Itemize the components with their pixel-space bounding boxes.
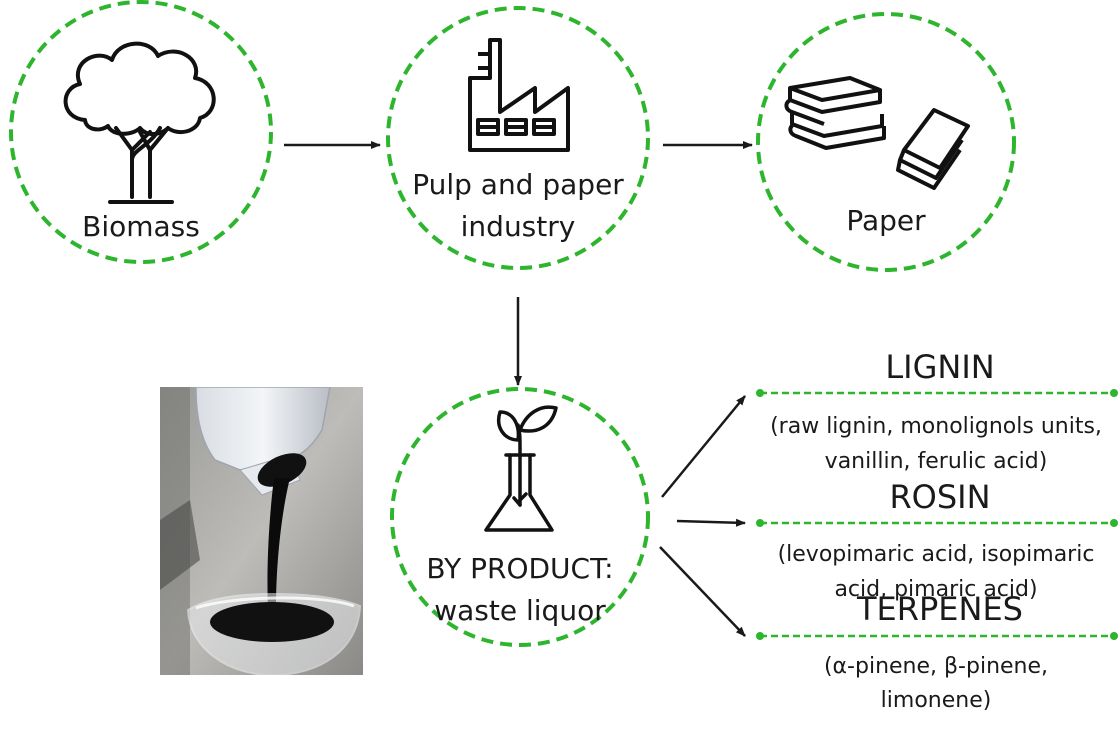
rosin-desc-line1: (levopimaric acid, isopimaric xyxy=(778,542,1095,567)
biomass-node: Biomass xyxy=(9,0,273,264)
rosin-title: ROSIN xyxy=(889,478,990,516)
lignin-title: LIGNIN xyxy=(885,348,994,386)
arrow-to-rosin xyxy=(676,518,746,527)
terpenes-title: TERPENES xyxy=(856,590,1023,628)
industry-circle xyxy=(386,6,650,270)
rosin-line-dot xyxy=(756,519,764,527)
arrow-to-lignin xyxy=(661,395,746,498)
byproduct-node: BY PRODUCT: waste liquor xyxy=(390,387,650,647)
terpenes-desc-line2: limonene) xyxy=(881,688,992,713)
byproduct-label-line2: waste liquor xyxy=(434,594,606,627)
terpenes-line-dot xyxy=(756,632,764,640)
lignin-desc-line2: vanillin, ferulic acid) xyxy=(825,449,1048,474)
product-terpenes: TERPENES (α-pinene, β-pinene, limonene) xyxy=(824,590,1048,713)
factory-icon xyxy=(468,38,570,152)
paper-circle xyxy=(756,12,1016,272)
books-and-paper-icon xyxy=(784,76,970,190)
tree-icon xyxy=(63,41,216,204)
biomass-label: Biomass xyxy=(82,210,200,243)
biomass-circle xyxy=(9,0,273,264)
pouring-black-liquor-photo xyxy=(160,387,363,675)
rosin-desc-line2: acid, pimaric acid) xyxy=(834,577,1037,602)
industry-label-line2: industry xyxy=(461,210,576,243)
product-lines xyxy=(756,389,1118,640)
lignin-line-dot xyxy=(756,389,764,397)
industry-label-line1: Pulp and paper xyxy=(412,168,624,201)
product-lignin: LIGNIN (raw lignin, monolignols units, v… xyxy=(770,348,1102,474)
industry-node: Pulp and paper industry xyxy=(386,6,650,270)
arrow-to-terpenes xyxy=(659,546,746,637)
product-rosin: ROSIN (levopimaric acid, isopimaric acid… xyxy=(778,478,1095,602)
byproduct-circle xyxy=(390,387,650,647)
terpenes-desc-line1: (α-pinene, β-pinene, xyxy=(824,654,1048,679)
terpenes-line-end-dot xyxy=(1110,632,1118,640)
rosin-line-end-dot xyxy=(1110,519,1118,527)
paper-label: Paper xyxy=(846,204,926,237)
arrows xyxy=(284,141,753,637)
lignin-desc-line1: (raw lignin, monolignols units, xyxy=(770,414,1102,439)
flask-with-plant-icon xyxy=(484,405,558,532)
lignin-line-end-dot xyxy=(1110,389,1118,397)
byproduct-label-line1: BY PRODUCT: xyxy=(426,552,613,585)
paper-node: Paper xyxy=(756,12,1016,272)
